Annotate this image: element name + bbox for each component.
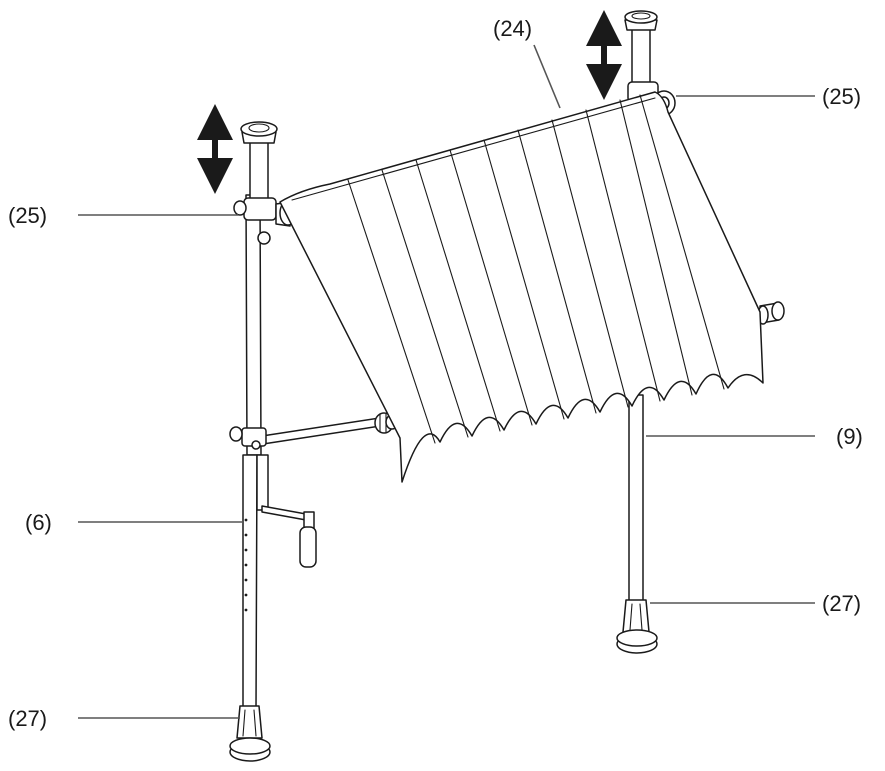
callout-25-left: (25)	[8, 203, 47, 228]
right-roller-cap	[757, 301, 785, 325]
side-arm	[261, 412, 399, 445]
pole-adjust-holes	[244, 518, 248, 612]
callout-25-right: (25)	[822, 84, 861, 109]
right-pole	[616, 394, 658, 654]
callout-27-left: (27)	[8, 706, 47, 731]
crank-handle	[261, 505, 317, 568]
awning-fabric	[279, 91, 764, 483]
leader-24	[533, 44, 561, 109]
leader-lines	[78, 44, 815, 719]
left-pole	[229, 194, 271, 762]
callout-6: (6)	[25, 510, 52, 535]
lower-clamp	[229, 426, 267, 450]
callout-9: (9)	[836, 424, 863, 449]
callout-24: (24)	[493, 16, 532, 41]
callout-27-right: (27)	[822, 591, 861, 616]
left-top-clamp	[233, 121, 297, 245]
